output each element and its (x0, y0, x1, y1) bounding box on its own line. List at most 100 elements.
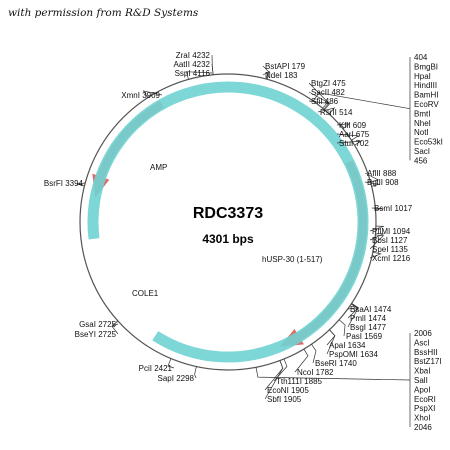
mcs-entry: BssHII (414, 348, 438, 357)
site-label: NcoI 1782 (297, 368, 334, 377)
site-label: BsrFI 3394 (44, 179, 84, 188)
plasmid-name: RDC3373 (193, 205, 263, 222)
site-label: AarI 675 (339, 130, 370, 139)
site-leader (369, 232, 384, 241)
site-sapi: SapI 2298 (158, 366, 197, 383)
site-sspi: SspI 4116 (175, 69, 213, 80)
site-label: PasI 1569 (346, 332, 383, 341)
site-xcmi: XcmI 1216 (369, 251, 411, 263)
site-leader (111, 320, 119, 335)
plasmid-size: 4301 bps (202, 232, 254, 246)
site-bseyi: BseYI 2725 (75, 320, 119, 339)
mcs-leader (312, 92, 411, 110)
site-kfli: KflI 609 (336, 121, 367, 130)
mcs-entry: XhoI (414, 414, 430, 423)
site-label: ZraI 4232 (176, 51, 211, 60)
site-leader (336, 140, 362, 146)
plasmid-backbone (79, 73, 377, 371)
site-label: SspI 4116 (175, 69, 211, 78)
site-label: BglII 908 (367, 178, 399, 187)
site-leader (336, 123, 351, 130)
site-label: PciI 2421 (139, 364, 173, 373)
site-leader (294, 348, 309, 373)
mcs-entry: BmtI (414, 109, 430, 118)
site-leader (338, 319, 346, 337)
site-label: BsmI 1017 (374, 204, 413, 213)
site-leader (142, 90, 163, 98)
site-bbsi: BbsI 1127 (369, 232, 408, 245)
site-leader (347, 303, 359, 319)
mcs-entry: HpaI (414, 72, 431, 81)
site-leader (369, 251, 382, 259)
mcs-entry: 2006 (414, 329, 432, 338)
site-leader (347, 303, 359, 328)
site-label: RsrII 514 (320, 108, 353, 117)
site-leader (185, 71, 213, 80)
site-leader (326, 329, 336, 355)
mcs-entry: AscI (414, 338, 430, 347)
site-leader (364, 172, 380, 183)
site-leader (211, 63, 214, 75)
site-label: SacII 482 (311, 88, 345, 97)
site-leader (262, 70, 270, 80)
site-leader (194, 366, 197, 379)
site-leader (371, 207, 384, 210)
mcs-entry: NotI (414, 128, 429, 137)
site-label: BseRI 1740 (315, 359, 357, 368)
site-label: SfiI 486 (311, 97, 339, 106)
site-label: PmlI 1474 (350, 314, 387, 323)
site-pcii: PciI 2421 (139, 358, 175, 373)
mcs-entry: EcoRI (414, 395, 436, 404)
mcs-entry: EcoRV (414, 100, 439, 109)
site-aflii: AflII 888 (364, 169, 397, 183)
mcs-bottom-list: 2006AscIBssHIIBstZ17IXbaISalIApoIEcoRIPs… (255, 329, 442, 432)
site-aatii: AatII 4232 (174, 60, 214, 75)
site-label: ApaI 1634 (329, 341, 366, 350)
site-label: StuI 702 (339, 139, 369, 148)
site-label: BsgI 1477 (350, 323, 387, 332)
mcs-entry: XbaI (414, 367, 430, 376)
site-leader (369, 234, 385, 250)
site-sacii: SacII 482 (308, 88, 345, 110)
mcs-entry: ApoI (414, 385, 430, 394)
feature-label: AMP (150, 163, 167, 172)
site-leader (311, 344, 317, 364)
site-sbfi: SbfI 1905 (264, 360, 302, 404)
site-aari: AarI 675 (336, 130, 370, 141)
site-rsrii: RsrII 514 (317, 107, 353, 117)
feature-label: COLE1 (132, 289, 159, 298)
site-ndei: NdeI 183 (262, 70, 298, 80)
site-pasi: PasI 1569 (338, 319, 383, 341)
site-label: AatII 4232 (174, 60, 211, 69)
mcs-entry: BamHI (414, 91, 438, 100)
site-bglii: BglII 908 (364, 178, 399, 187)
site-spei: SpeI 1135 (369, 234, 408, 254)
mcs-entry: SalI (414, 376, 428, 385)
site-label: PflMI 1094 (372, 227, 411, 236)
site-label: BseYI 2725 (75, 330, 117, 339)
feature-husp-30-1-517: hUSP-30 (1-517) (262, 160, 367, 347)
site-label: BbsI 1127 (372, 236, 408, 245)
site-leader (167, 358, 175, 369)
site-label: BstAPI 179 (265, 62, 306, 71)
feature-label: hUSP-30 (1-517) (262, 255, 323, 264)
site-label: KflI 609 (339, 121, 367, 130)
site-label: GsaI 2725 (79, 320, 116, 329)
site-leader (308, 100, 331, 111)
site-leader (76, 182, 86, 187)
feature-arc (87, 81, 369, 363)
site-label: Tth111I 1885 (276, 377, 323, 386)
site-label: SpeI 1135 (372, 245, 408, 254)
site-label: XmnI 3909 (121, 91, 160, 100)
site-bstapi: BstAPI 179 (262, 62, 306, 80)
site-stui: StuI 702 (336, 139, 369, 148)
mcs-entry: HindIII (414, 81, 437, 90)
site-label: EcoNI 1905 (267, 386, 309, 395)
mcs-leader (255, 367, 411, 381)
site-gsai: GsaI 2725 (79, 320, 119, 329)
mcs-top-list: 404BmgBIHpaIHindIIIBamHIEcoRVBmtINheINot… (312, 53, 443, 165)
site-pspomi: PspOMI 1634 (326, 329, 378, 359)
mcs-entry: 404 (414, 53, 428, 62)
site-label: PspOMI 1634 (329, 350, 378, 359)
